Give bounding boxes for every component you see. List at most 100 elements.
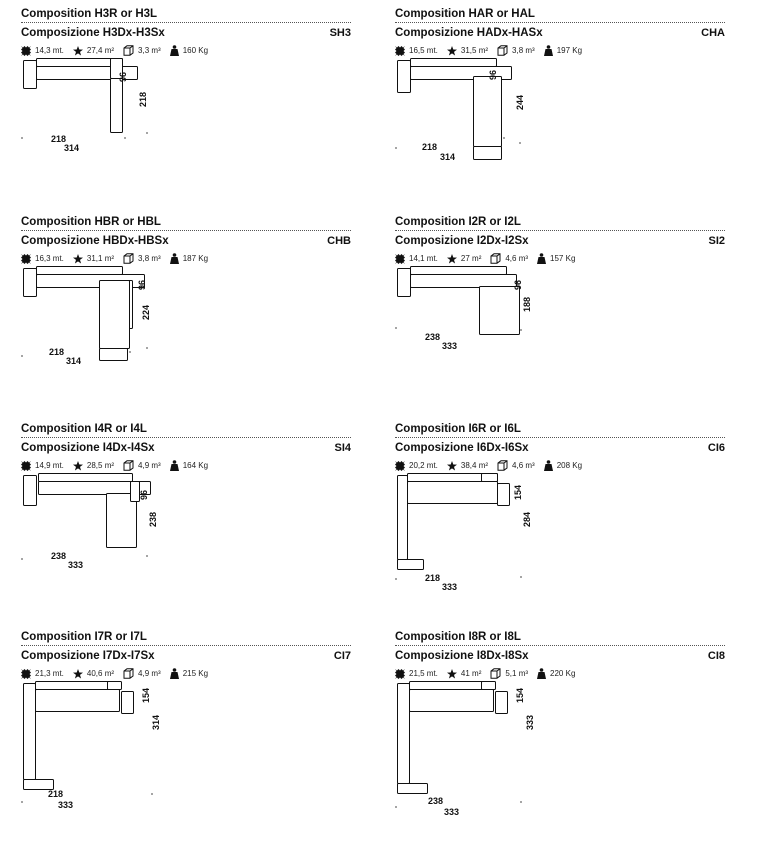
corner-marker (395, 147, 397, 149)
spec-fabric: 41 m² (446, 668, 481, 679)
corner-marker (151, 793, 153, 795)
spec-row: 14,1 mt. 27 m² 4,6 m³ 157 Kg (395, 253, 584, 264)
corner-marker (146, 555, 148, 557)
corner-marker (124, 137, 126, 139)
sofa-module (410, 58, 497, 67)
dim-width-b: 314 (440, 152, 456, 162)
dim-width-a: 218 (425, 573, 441, 583)
spec-weight-value: 220 Kg (550, 669, 576, 678)
dim-width-b: 333 (442, 582, 458, 592)
dim-depth-b: 314 (151, 714, 161, 730)
dim-depth-b: 224 (141, 304, 151, 320)
spec-length-value: 14,1 mt. (409, 254, 438, 263)
composition-title: Composition HBR or HBL (21, 216, 161, 228)
spec-fabric-value: 27 m² (460, 254, 482, 263)
spec-fabric: 27,4 m² (72, 45, 115, 56)
sofa-module (23, 60, 37, 89)
volume-icon (123, 668, 138, 679)
spec-length: 14,3 mt. (21, 45, 64, 56)
spec-length-value: 21,3 mt. (35, 669, 64, 678)
sofa-module (473, 76, 502, 147)
sofa-module (36, 266, 123, 275)
volume-icon (123, 253, 138, 264)
composition-code: CHB (327, 235, 351, 247)
corner-marker (21, 801, 23, 803)
spec-volume-value: 3,8 m³ (138, 254, 161, 263)
sofa-module (38, 473, 133, 482)
sofa-plan-drawing (397, 681, 508, 794)
composition-title: Composition H3R or H3L (21, 8, 158, 20)
spec-weight: 220 Kg (537, 668, 575, 679)
spec-length: 16,5 mt. (395, 45, 438, 56)
sofa-plan-drawing (23, 473, 151, 548)
dim-depth-b: 244 (515, 94, 525, 110)
composition-code: CI6 (707, 442, 725, 454)
dotted-divider (21, 645, 351, 646)
spec-weight: 215 Kg (169, 668, 209, 679)
spec-fabric: 31,1 m² (72, 253, 114, 264)
spec-weight-value: 157 Kg (550, 254, 576, 263)
sofa-module (410, 274, 517, 288)
spec-volume: 4,9 m³ (123, 460, 161, 471)
spec-weight: 157 Kg (537, 253, 575, 264)
sofa-module (130, 481, 140, 502)
sofa-module (397, 60, 411, 93)
spec-fabric-value: 38,4 m² (460, 461, 489, 470)
sofa-module (407, 481, 498, 504)
corner-marker (21, 558, 23, 560)
composition-code: CHA (701, 27, 725, 39)
dotted-divider (21, 22, 351, 23)
sofa-module (35, 689, 120, 712)
spec-weight-value: 215 Kg (182, 669, 209, 678)
volume-icon (123, 460, 138, 471)
weight-icon (169, 45, 183, 56)
corner-marker (520, 329, 522, 331)
spec-volume: 5,1 m³ (490, 668, 528, 679)
volume-icon (490, 668, 505, 679)
dim-width-a: 218 (49, 347, 65, 357)
corner-marker (395, 327, 397, 329)
dim-width-a: 218 (422, 142, 438, 152)
dim-depth-a: 96 (513, 279, 523, 290)
area-icon (21, 460, 35, 471)
spec-weight: 187 Kg (169, 253, 208, 264)
spec-volume-value: 3,3 m³ (138, 46, 161, 55)
corner-marker (129, 351, 131, 353)
spec-length: 21,3 mt. (21, 668, 64, 679)
weight-icon (543, 45, 557, 56)
dim-width-a: 238 (425, 332, 441, 342)
sofa-module (35, 681, 120, 690)
dim-width-b: 333 (444, 807, 460, 817)
spec-fabric: 31,5 m² (446, 45, 488, 56)
sofa-module (409, 689, 494, 712)
dotted-divider (21, 437, 351, 438)
dim-depth-b: 218 (138, 91, 148, 107)
spec-volume-value: 4,6 m³ (505, 254, 529, 263)
weight-icon (543, 460, 557, 471)
spec-row: 21,5 mt. 41 m² 5,1 m³ 220 Kg (395, 668, 584, 679)
volume-icon (497, 460, 512, 471)
spec-fabric: 28,5 m² (72, 460, 114, 471)
composition-subtitle: Composizione I8Dx-I8Sx (395, 650, 529, 662)
volume-icon (490, 253, 505, 264)
area-icon (395, 253, 409, 264)
weight-icon (169, 460, 183, 471)
sofa-plan-drawing (397, 473, 510, 570)
spec-fabric: 40,6 m² (72, 668, 114, 679)
composition-subtitle: Composizione I4Dx-I4Sx (21, 442, 155, 454)
spec-fabric-value: 27,4 m² (86, 46, 115, 55)
spec-volume: 3,8 m³ (497, 45, 535, 56)
spec-length: 21,5 mt. (395, 668, 438, 679)
sofa-module (99, 348, 128, 361)
spec-length-value: 21,5 mt. (409, 669, 438, 678)
dim-depth-a: 96 (118, 71, 128, 82)
dim-depth-a: 154 (141, 687, 151, 703)
spec-volume-value: 5,1 m³ (505, 669, 529, 678)
sofa-module (473, 146, 502, 160)
fabric-icon (72, 45, 87, 56)
